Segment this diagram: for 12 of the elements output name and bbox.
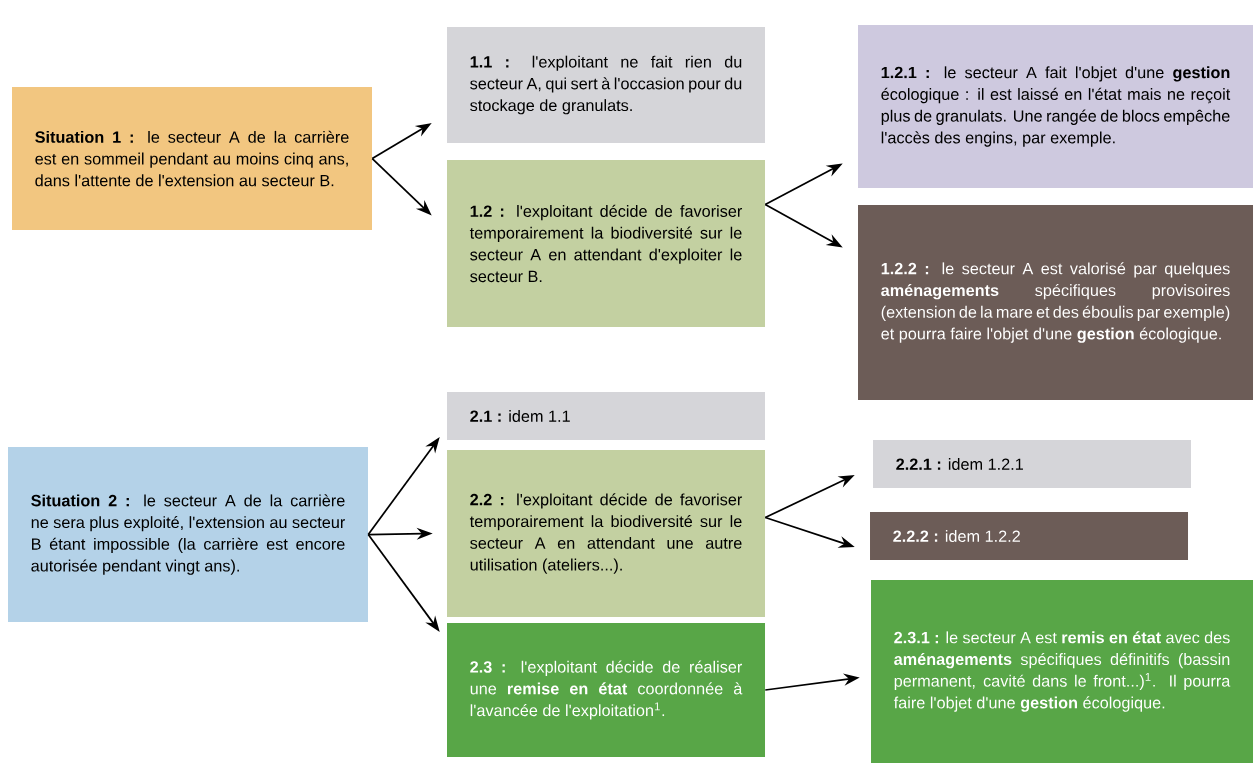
situation-box: Situation 2 : le secteur A de la carrière ne sera plus exploité, l'extension au secteur B étant impossible (la carrière est encore autorisée pendant vingt ans). [8, 447, 368, 622]
option-box: 2.1 : idem 1.1 [447, 392, 765, 440]
option-box: 1.1 : l'exploitant ne fait rien du secteur A, qui sert à l'occasion pour du stockage de granulats. [447, 27, 765, 143]
situation-box: Situation 1 : le secteur A de la carrière est en sommeil pendant au moins cinq ans, dans l'attente de l'extension au secteur B. [12, 87, 372, 230]
option-box: 1.2.1 : le secteur A fait l'objet d'une gestion écologique : il est laissé en l'état mais ne reçoit plus de granulats. Une rangée de blocs empêche l'accès des engins, par exemple. [858, 25, 1253, 188]
option-box: 1.2 : l'exploitant décide de favoriser temporairement la biodiversité sur le secteur A en attendant d'exploiter le secteur B. [447, 160, 765, 327]
option-box: 2.3 : l'exploitant décide de réaliser une remise en état coordonnée à l'avancée de l'exploitation$^{1}$. [447, 623, 765, 757]
option-box: 1.2.2 : le secteur A est valorisé par quelques aménagements spécifiques provisoires (extension de la mare et des éboulis par exemple) et pourra faire l'objet d'une gestion écologique. [858, 205, 1253, 400]
option-box: 2.2.2 : idem 1.2.2 [870, 512, 1188, 560]
option-box: 2.2.1 : idem 1.2.1 [873, 440, 1191, 488]
option-box: 2.2 : l'exploitant décide de favoriser temporairement la biodiversité sur le secteur A en attendant une autre utilisation (ateliers...). [447, 450, 765, 617]
option-box: 2.3.1 : le secteur A est remis en état avec des aménagements spécifiques définitifs (bassin permanent, cavité dans le front...)$^{1}$. Il pourra faire l'objet d'une gestion écologique. [871, 580, 1253, 763]
